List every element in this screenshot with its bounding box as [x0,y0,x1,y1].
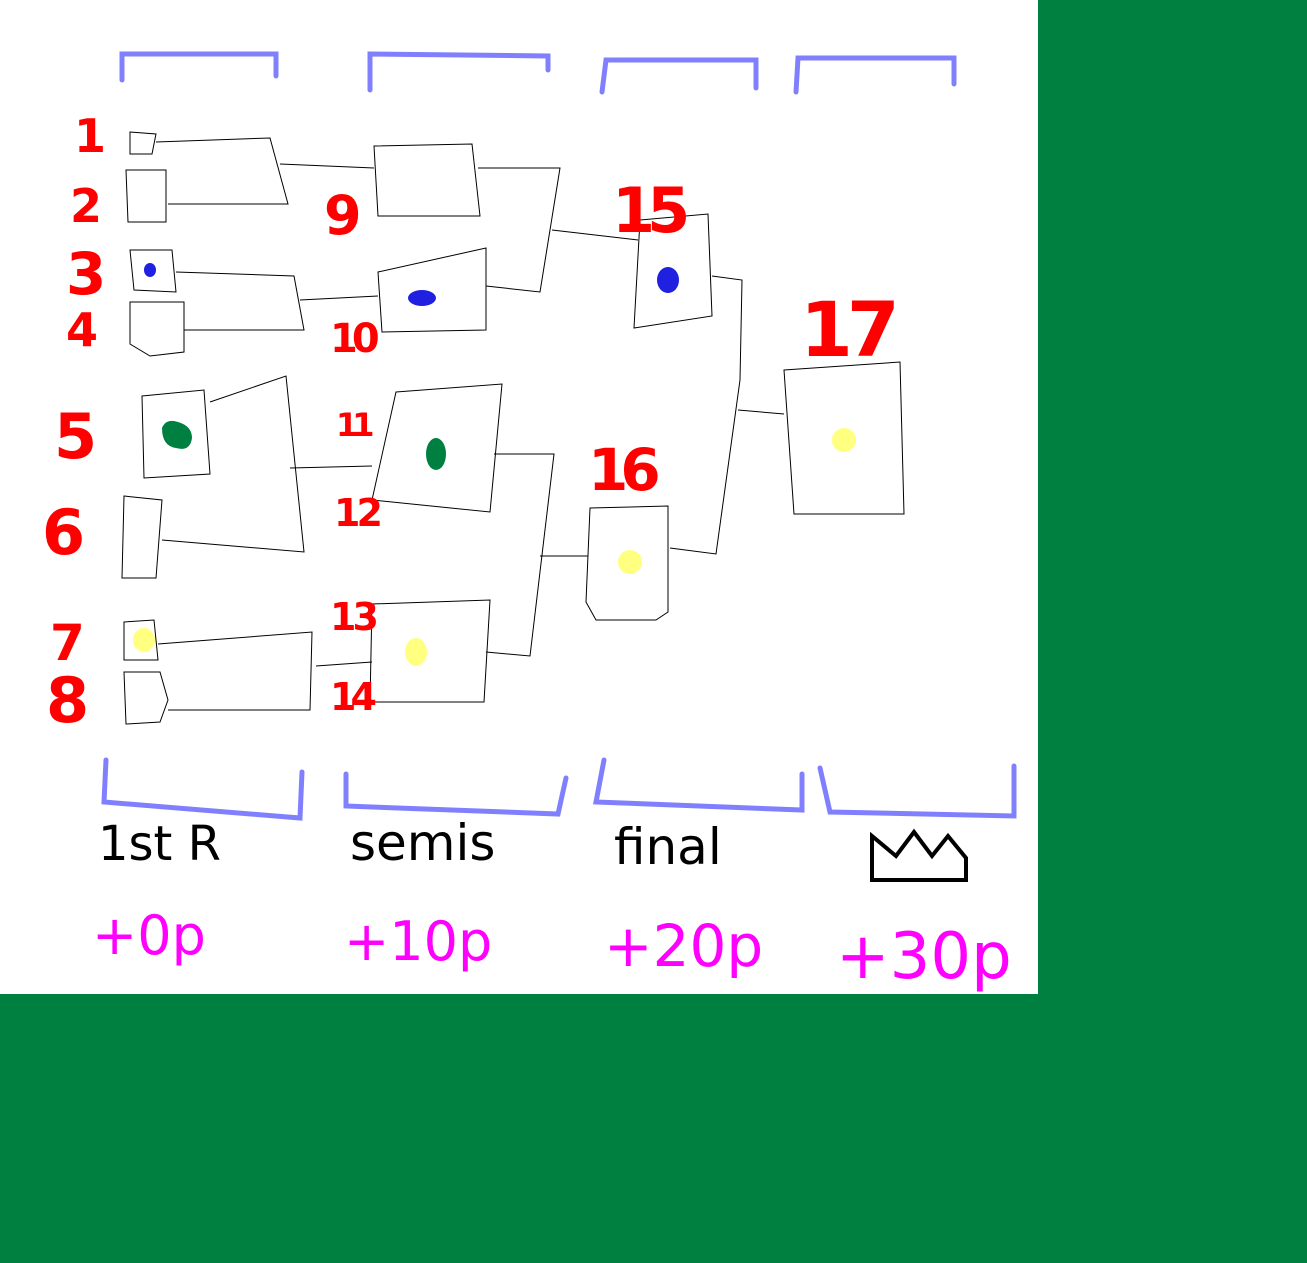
connector-12-to-9 [279,163,375,169]
connector-9-10 [478,167,561,293]
slot-2[interactable] [125,169,167,223]
round-labels: 1st R semis final [98,814,722,876]
top-mark-r4 [793,55,957,95]
drawing-canvas [0,0,1038,994]
pick-dots [133,263,856,666]
seed-4: 4 [66,303,98,357]
slot-5[interactable] [141,389,211,479]
slot-1[interactable] [129,131,157,155]
seed-2: 2 [70,179,102,233]
connector-78-to-13 [315,661,373,667]
dot-slot-7 [133,628,155,652]
seed-16: 16 [588,436,658,504]
slot-13[interactable] [369,599,491,703]
top-mark-r1 [119,51,279,83]
slot-16[interactable] [585,505,669,621]
connector-15-16 [669,275,743,555]
slot-8[interactable] [123,671,169,725]
seed-3: 3 [66,240,106,308]
seed-7: 7 [50,614,85,672]
points-r2: +10p [344,910,492,973]
connector-1516-to-17 [737,409,785,415]
connector-7-8 [157,631,313,711]
seed-17: 17 [800,285,894,374]
dot-slot-15 [657,267,679,293]
connector-3-4 [175,271,305,331]
slot-7[interactable] [123,619,159,661]
dot-slot-16 [618,550,642,574]
seed-11: 11 [336,406,373,444]
slot-11[interactable] [371,383,503,513]
seed-8: 8 [46,664,89,737]
seed-1: 1 [74,109,106,163]
round-label-r1: 1st R [98,816,221,872]
seed-13: 13 [330,595,376,639]
dot-slot-17 [832,428,856,452]
round-label-r2: semis [350,814,495,872]
seed-9: 9 [324,184,362,247]
connector-910-to-15 [551,229,639,241]
points-r4: +30p [836,920,1012,994]
dot-slot-3 [144,263,156,277]
top-bracket-marks [119,51,957,95]
slot-6[interactable] [121,495,163,579]
dot-slot-11 [426,438,446,470]
bottom-mark-r4 [817,763,1017,819]
slot-10[interactable] [377,247,487,333]
seed-14: 14 [330,675,375,719]
seed-6: 6 [42,496,85,569]
points-labels: +0p +10p +20p +30p [92,904,1012,994]
slot-4[interactable] [129,301,185,357]
bottom-mark-r2 [343,771,569,817]
dot-slot-10 [408,290,436,306]
connector-56-to-11 [289,465,373,469]
connector-11-13 [485,453,555,657]
connector-5-6 [161,375,305,553]
seed-5: 5 [54,400,97,473]
slot-15[interactable] [633,213,713,329]
top-mark-r2 [367,51,551,93]
round-label-r3: final [614,818,722,876]
points-r3: +20p [604,912,763,980]
seed-12: 12 [334,491,380,535]
dot-slot-5 [162,420,192,449]
connector-34-to-10 [299,295,379,301]
connector-1-2 [155,137,289,205]
bottom-bracket-marks [101,757,1017,821]
slot-9[interactable] [373,143,481,217]
slot-3[interactable] [129,249,177,293]
bracket-slots [121,131,905,725]
points-r1: +0p [92,904,206,967]
slot-17[interactable] [783,361,905,515]
top-mark-r3 [599,57,759,95]
seed-10: 10 [330,316,378,362]
bottom-mark-r3 [593,757,805,813]
bottom-mark-r1 [101,757,305,821]
crown-icon [870,828,968,882]
seed-15: 15 [612,174,686,247]
bracket-connectors [155,137,785,711]
dot-slot-13 [405,638,427,666]
